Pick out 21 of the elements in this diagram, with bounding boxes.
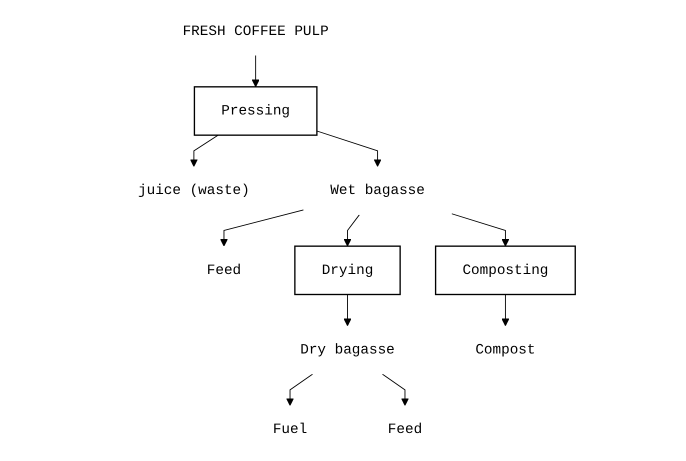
arrow: [343, 294, 352, 326]
node-text: FRESH COFFEE PULP: [182, 23, 329, 40]
node-text: Dry bagasse: [300, 342, 395, 358]
arrow: [343, 214, 360, 247]
node-text: Feed: [206, 262, 241, 278]
arrow: [190, 134, 218, 167]
arrow: [451, 213, 510, 247]
node-text: Feed: [388, 422, 422, 438]
node-box: Drying: [294, 245, 401, 296]
node-box: Composting: [434, 245, 576, 296]
node-text: Wet bagasse: [330, 182, 425, 199]
arrow: [501, 294, 510, 326]
arrow: [252, 55, 260, 88]
node-text: Compost: [475, 342, 536, 358]
arrow: [382, 374, 409, 406]
arrow: [286, 374, 313, 406]
arrow: [316, 130, 382, 167]
node-text: juice (waste): [138, 182, 250, 199]
arrow: [220, 209, 304, 247]
node-text: Fuel: [272, 422, 308, 438]
node-box: Pressing: [194, 86, 318, 136]
